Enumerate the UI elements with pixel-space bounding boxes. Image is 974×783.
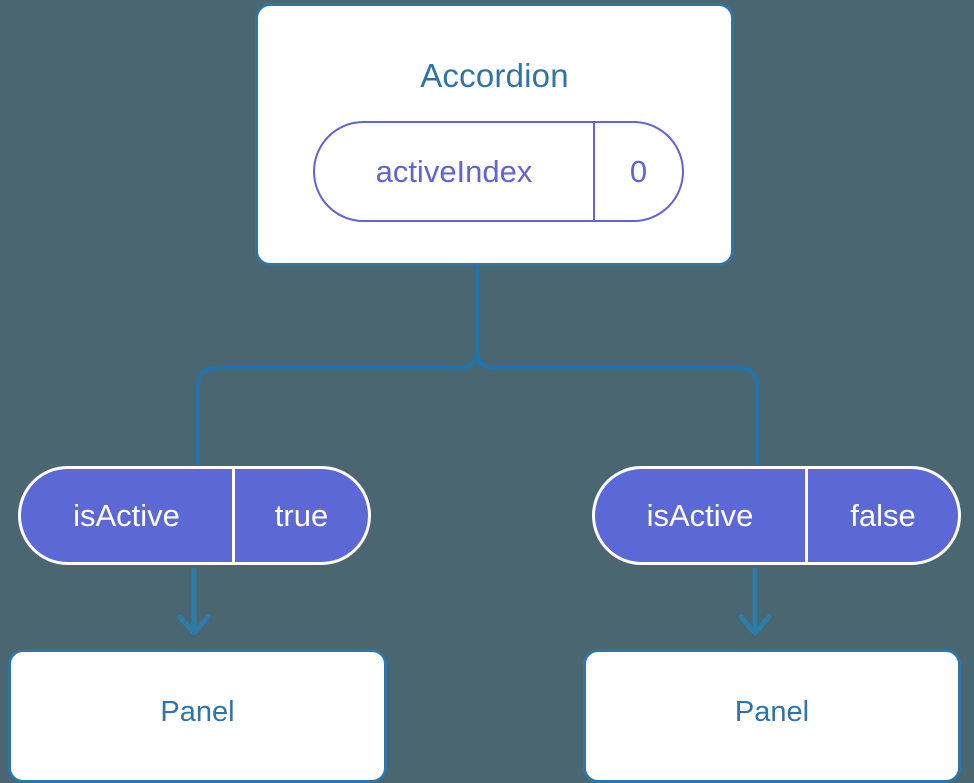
accordion-state-value: 0: [629, 153, 648, 189]
right-prop-value: false: [850, 497, 916, 533]
tree-connector-path-right: [475, 264, 759, 468]
right-prop-key: isActive: [595, 469, 808, 562]
left-panel-component-title: Panel: [160, 696, 235, 728]
right-panel-component-card[interactable]: Panel: [583, 649, 961, 783]
arrow-right-head: [738, 614, 772, 636]
right-isactive-prop-pill[interactable]: isActive false: [592, 466, 961, 565]
arrow-left-head: [177, 614, 211, 636]
tree-connector-path: [196, 264, 479, 468]
right-panel-component-title: Panel: [734, 696, 810, 728]
left-prop-value: true: [274, 497, 329, 533]
accordion-state-key: activeIndex: [315, 123, 595, 220]
left-isactive-prop-pill[interactable]: isActive true: [18, 466, 371, 565]
accordion-component-title: Accordion: [420, 57, 569, 94]
accordion-component-card[interactable]: Accordion activeIndex 0: [255, 3, 734, 266]
left-panel-component-card[interactable]: Panel: [8, 649, 387, 783]
accordion-state-pill[interactable]: activeIndex 0: [313, 121, 684, 222]
left-prop-key: isActive: [21, 469, 235, 562]
